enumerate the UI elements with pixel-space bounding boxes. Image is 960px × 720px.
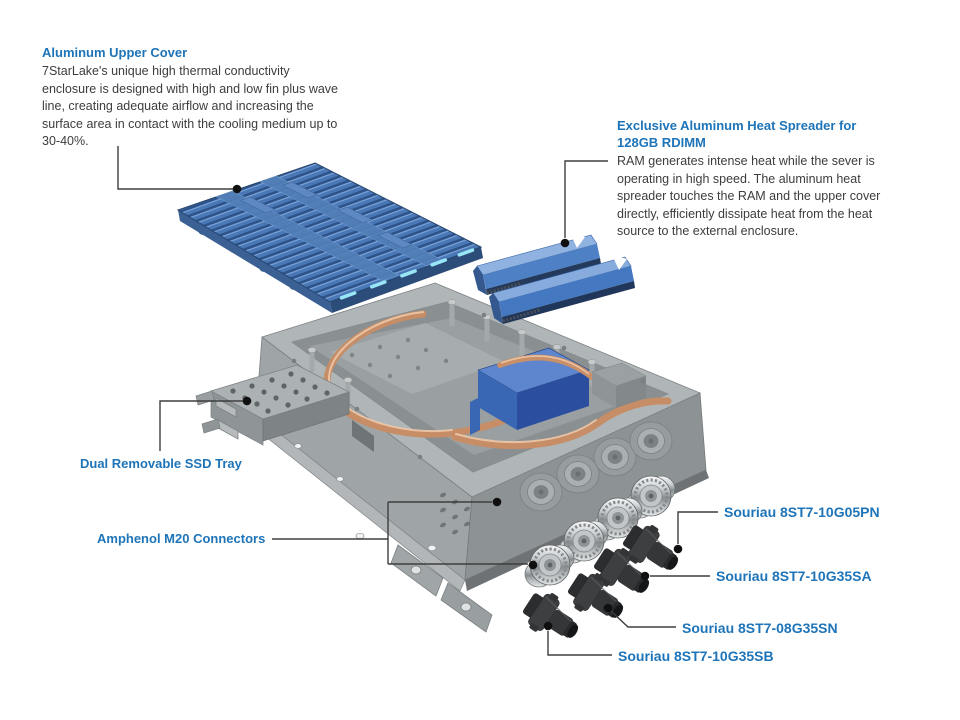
callout-dot: [242, 396, 252, 406]
component-block: [591, 362, 647, 408]
tray-perforations: [230, 371, 330, 414]
pcb-screw-holes: [349, 337, 449, 379]
callout-line-upper-cover: [117, 146, 233, 190]
callout-dots: [232, 184, 683, 631]
ram-block: [470, 347, 595, 435]
chrome-connectors-illustration: [524, 475, 676, 588]
callout-dot: [492, 497, 502, 507]
callout-upper-cover: Aluminum Upper Cover 7StarLake's unique …: [42, 44, 347, 151]
label-souriau-10g35sb: Souriau 8ST7-10G35SB: [618, 648, 774, 664]
cover-raised-blocks: [240, 181, 413, 249]
callout-line-ssd-tray: [159, 400, 243, 451]
callout-line-souriau-4: [547, 631, 612, 656]
heat-spreader-front-bar: [489, 255, 635, 324]
cover-cyan-glow: [339, 248, 475, 300]
label-souriau-08g35sn: Souriau 8ST7-08G35SN: [682, 620, 838, 636]
callout-heat-spreader-title: Exclusive Aluminum Heat Spreader for 128…: [617, 118, 857, 150]
ssd-tray-illustration: [195, 364, 351, 446]
label-ssd-tray: Dual Removable SSD Tray: [80, 456, 242, 471]
callout-line-m20: [272, 501, 528, 565]
callout-upper-cover-title: Aluminum Upper Cover: [42, 45, 188, 60]
upper-cover-illustration: [176, 162, 483, 313]
callout-dot: [673, 544, 683, 554]
label-souriau-10g35sa: Souriau 8ST7-10G35SA: [716, 568, 872, 584]
heat-spreader-illustration: [473, 233, 635, 324]
flange-holes: [294, 443, 437, 552]
callout-line-souriau-1: [677, 511, 718, 544]
callout-heat-spreader-body: RAM generates intense heat while the sev…: [617, 154, 881, 238]
vent-holes: [440, 492, 470, 535]
callout-dot: [640, 571, 650, 581]
tray-latch-handles: [195, 390, 239, 440]
rim-screws: [291, 312, 646, 460]
callout-lines: [117, 146, 718, 656]
connector-bosses: [519, 421, 673, 512]
chassis-illustration: [250, 282, 709, 633]
wall-cutout: [352, 420, 374, 452]
callout-upper-cover-body: 7StarLake's unique high thermal conducti…: [42, 64, 339, 148]
callout-dot: [528, 560, 538, 570]
callout-heat-spreader: Exclusive Aluminum Heat Spreader for 128…: [617, 117, 897, 241]
label-m20-connectors: Amphenol M20 Connectors: [97, 531, 266, 546]
callout-line-souriau-3: [610, 610, 676, 628]
callout-dot: [232, 184, 242, 194]
mounting-tabs: [390, 544, 493, 633]
callout-dot: [543, 621, 553, 631]
callout-dot: [603, 603, 613, 613]
label-souriau-10g05pn: Souriau 8ST7-10G05PN: [724, 504, 880, 520]
callout-line-heat-spreader: [564, 160, 608, 238]
black-connectors-illustration: [522, 525, 679, 638]
callout-dot: [560, 238, 570, 248]
